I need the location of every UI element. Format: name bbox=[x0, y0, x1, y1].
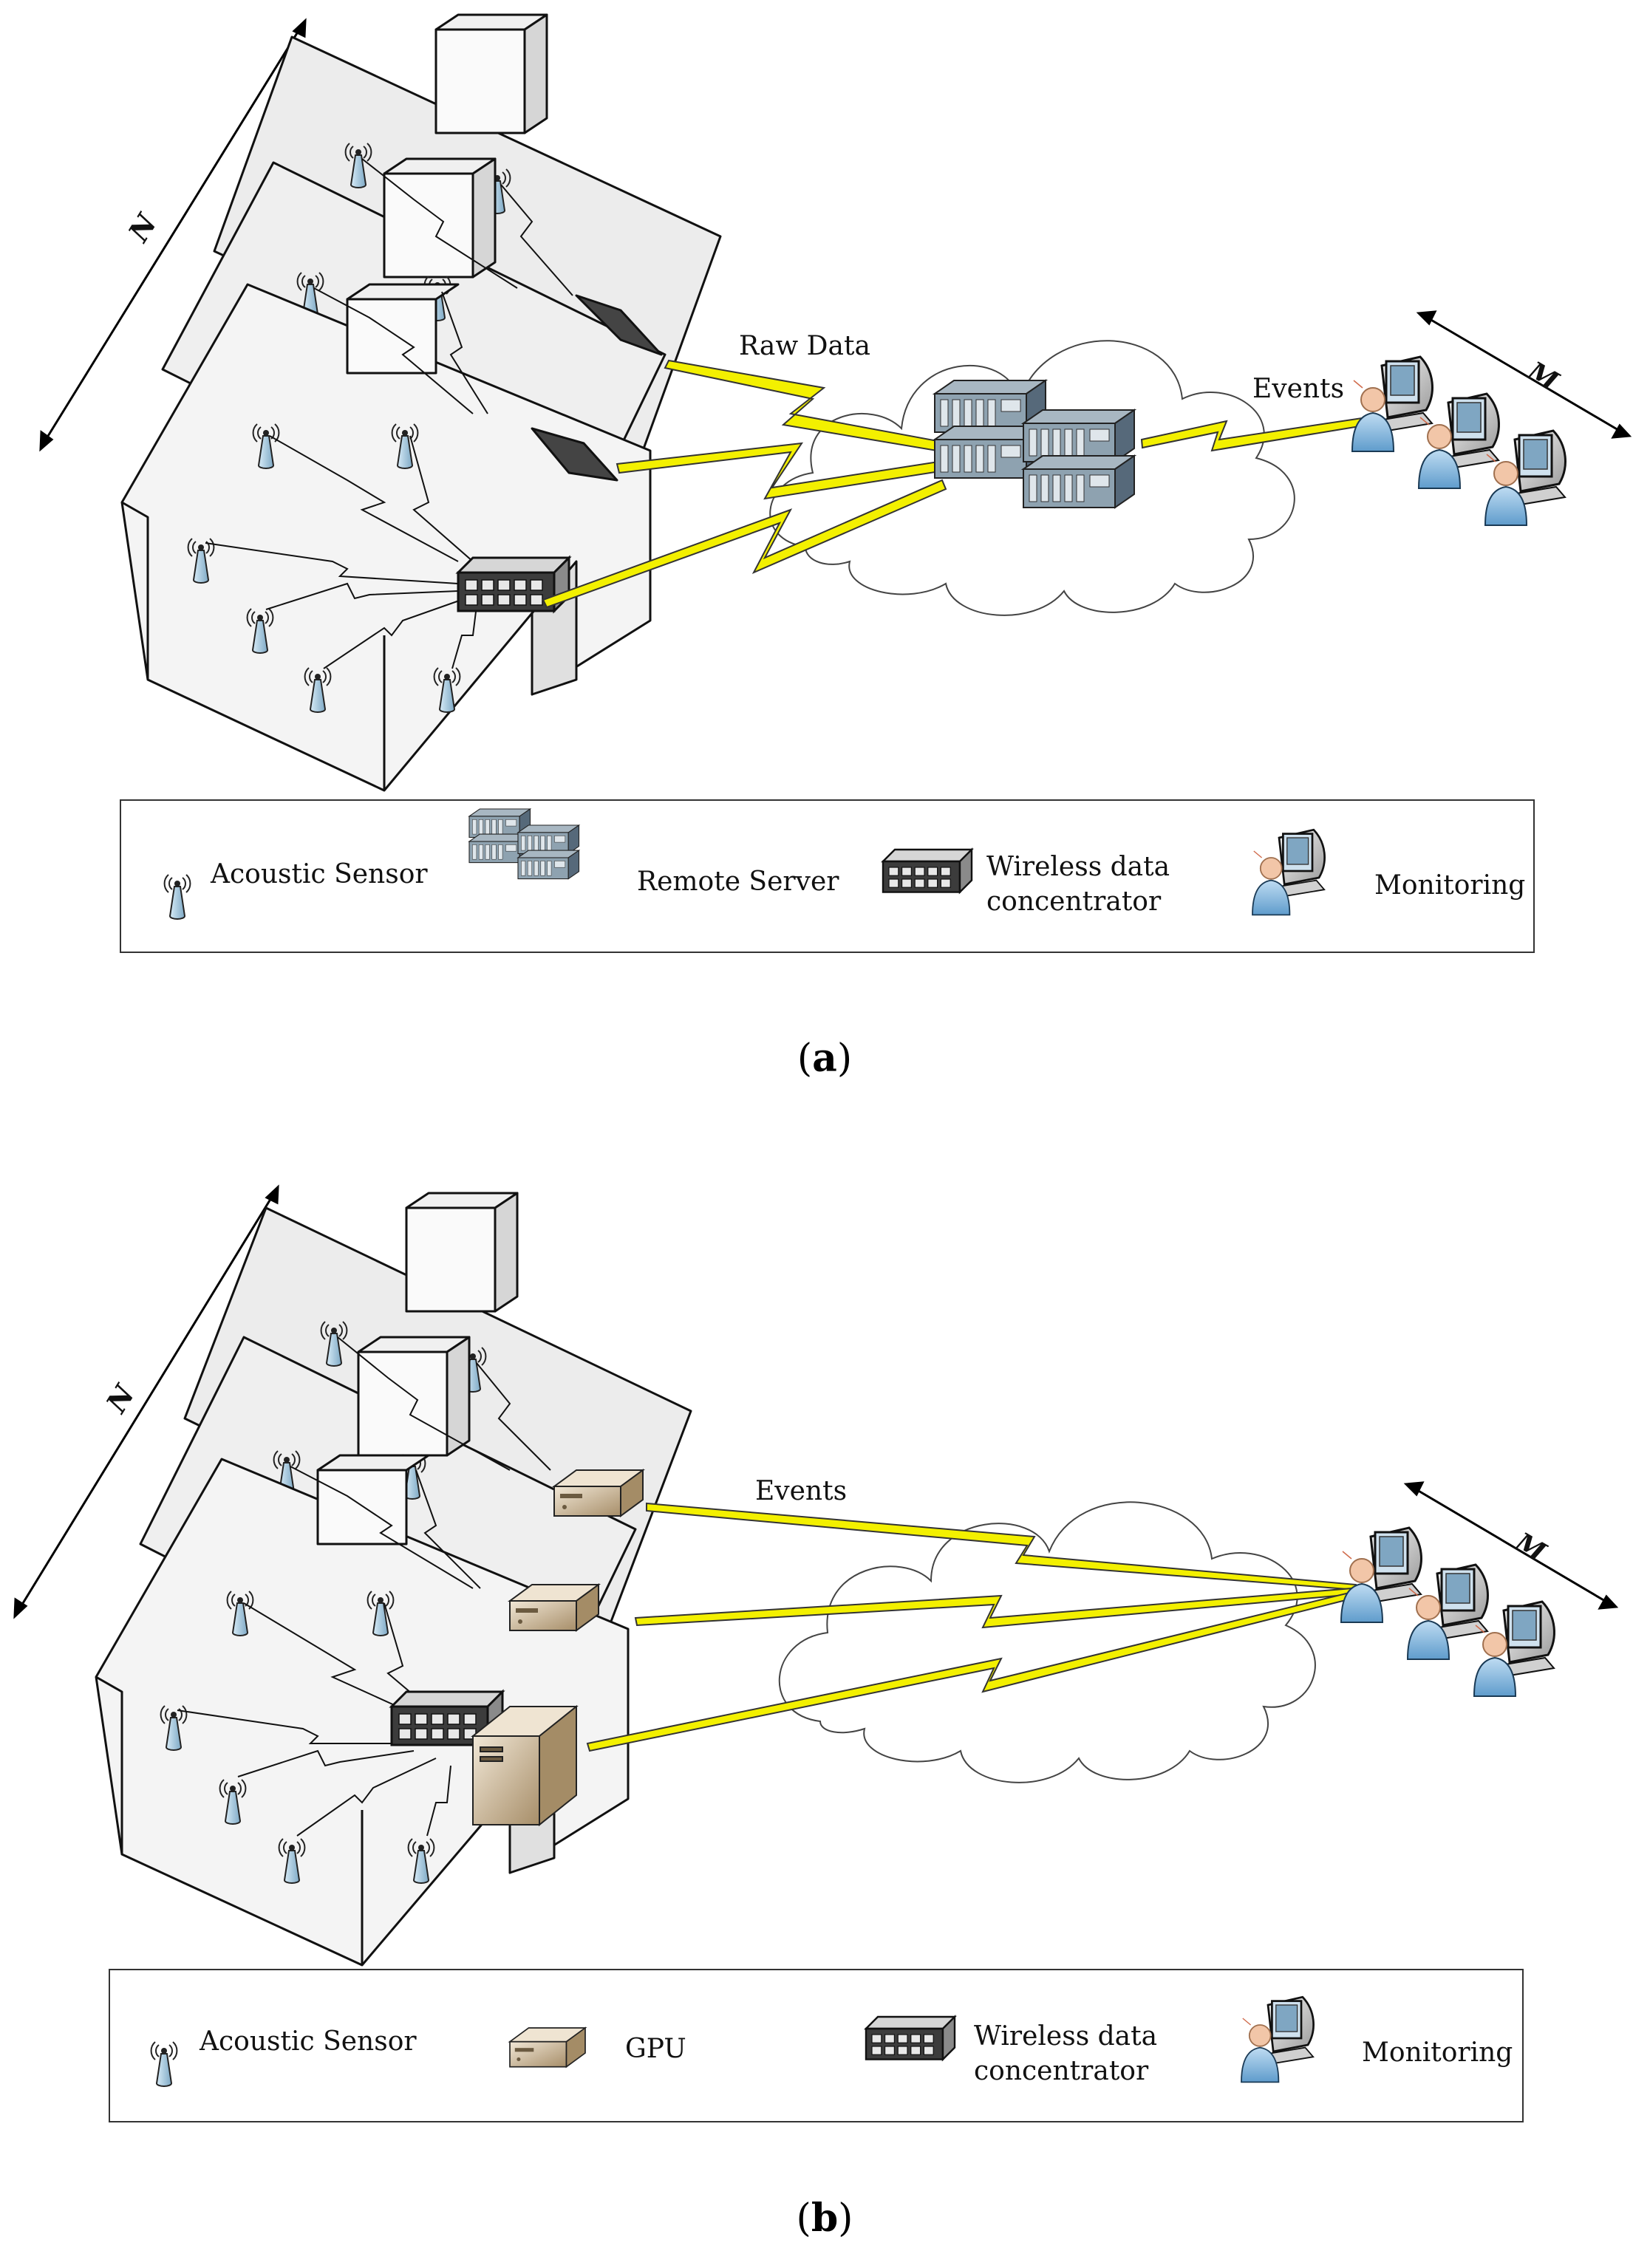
wireless-concentrator-icon bbox=[865, 2015, 956, 2060]
m-label: M bbox=[1521, 355, 1564, 397]
n-dimension-arrow bbox=[39, 18, 307, 452]
n-label: N bbox=[121, 207, 164, 247]
n-dimension-arrow bbox=[13, 1184, 279, 1619]
gpu-icon bbox=[553, 1469, 644, 1517]
sensor-links bbox=[205, 158, 573, 669]
legend-remote-server: Remote Server bbox=[637, 867, 839, 897]
monitoring-icon bbox=[1484, 429, 1567, 527]
events-label: Events bbox=[1252, 374, 1344, 404]
legend-wireless-line1: Wireless data bbox=[986, 852, 1170, 882]
legend-b: Acoustic Sensor GPU Wireless data concen… bbox=[109, 1969, 1524, 2122]
legend-monitoring: Monitoring bbox=[1374, 870, 1525, 901]
raw-data-label: Raw Data bbox=[739, 331, 870, 361]
m-dimension-arrow bbox=[1403, 1481, 1619, 1610]
gpu-icon bbox=[509, 1584, 599, 1631]
legend-acoustic-sensor: Acoustic Sensor bbox=[210, 859, 428, 889]
panel-b: N bbox=[13, 1184, 1619, 2241]
monitoring-icon bbox=[1473, 1600, 1555, 1698]
monitoring-icon bbox=[1406, 1563, 1489, 1661]
legend-wireless-line2: concentrator bbox=[974, 2056, 1149, 2086]
gpu-icon bbox=[471, 1704, 579, 1827]
panel-a: N bbox=[39, 13, 1632, 1081]
m-dimension-arrow bbox=[1416, 310, 1632, 439]
monitoring-icon bbox=[1340, 1526, 1422, 1624]
legend-gpu: GPU bbox=[625, 2034, 686, 2064]
house-icon bbox=[120, 283, 652, 792]
cloud-icon bbox=[778, 1501, 1316, 1783]
sensor-links bbox=[177, 1336, 551, 1837]
legend-wireless-line1: Wireless data bbox=[974, 2021, 1157, 2052]
m-label: M bbox=[1509, 1526, 1552, 1568]
legend-acoustic-sensor: Acoustic Sensor bbox=[199, 2026, 417, 2057]
legend-a: Acoustic Sensor Remote Server Wireless d… bbox=[120, 799, 1535, 953]
monitoring-icon bbox=[1417, 392, 1500, 490]
legend-wireless-line2: concentrator bbox=[986, 887, 1162, 917]
events-label: Events bbox=[755, 1476, 847, 1506]
caption-b: (b) bbox=[797, 2196, 853, 2241]
caption-a: (a) bbox=[797, 1036, 852, 1081]
legend-monitoring: Monitoring bbox=[1362, 2038, 1513, 2068]
n-label: N bbox=[99, 1378, 142, 1418]
gpu-icon bbox=[509, 2027, 586, 2068]
wireless-concentrator-icon bbox=[882, 848, 973, 893]
monitoring-icon bbox=[1351, 355, 1433, 453]
